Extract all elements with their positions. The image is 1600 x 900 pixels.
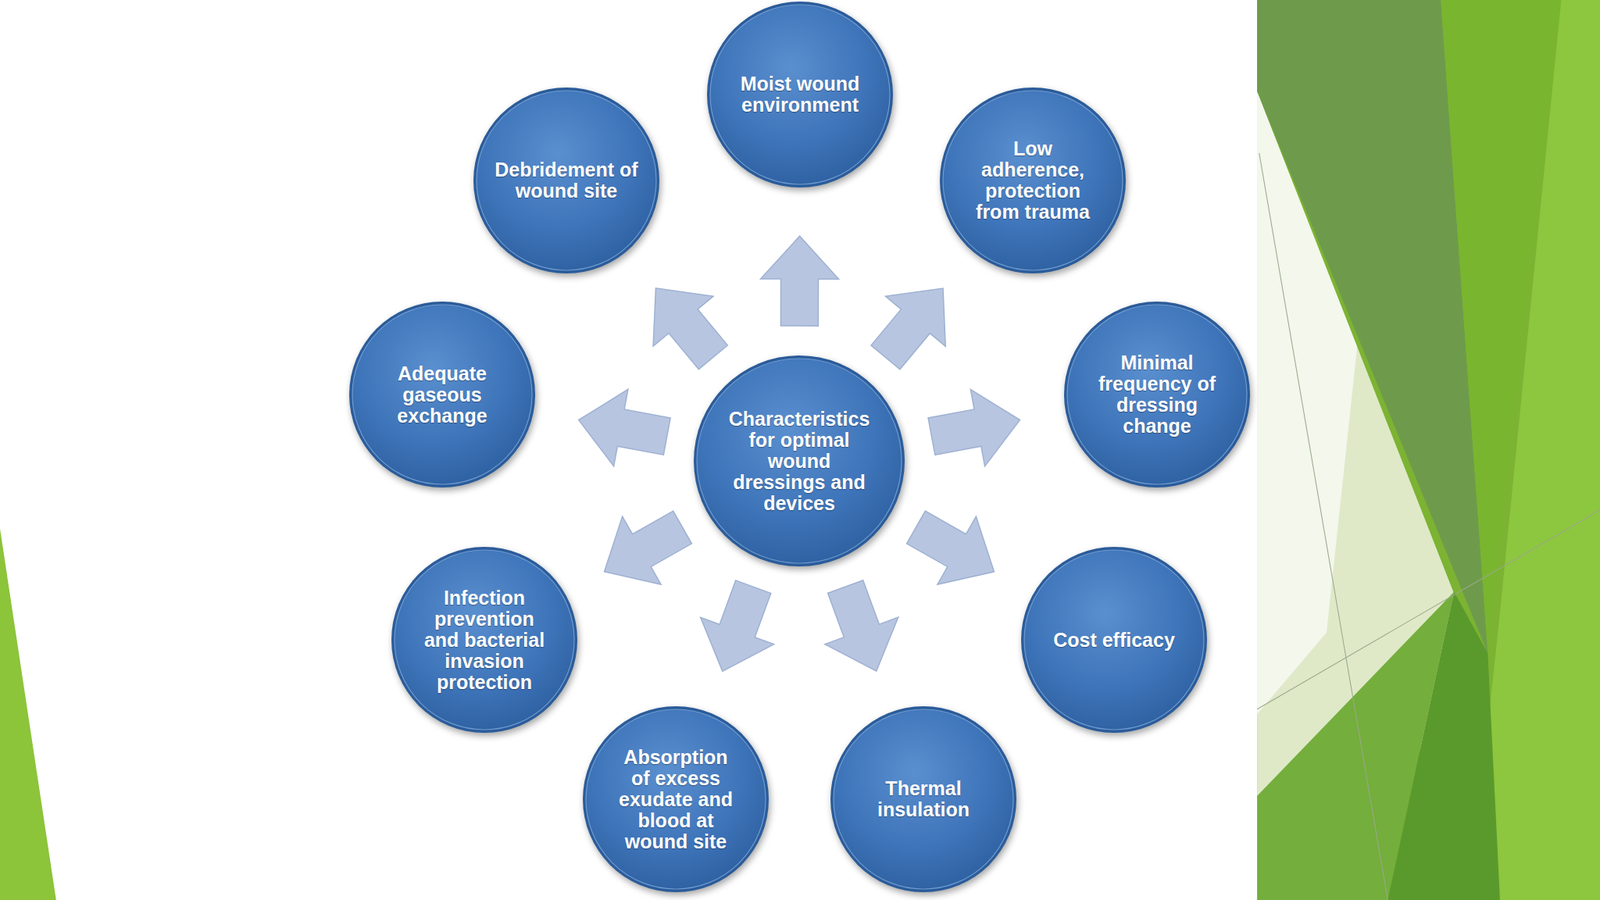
block-arrow [604,510,693,585]
block-arrow [928,389,1020,466]
circle-label: Low adherence, protection from trauma [970,138,1096,223]
feature-circle: Absorption of excess exudate and blood a… [581,704,771,894]
block-arrow [653,288,728,370]
text-wrap: Debridement of wound site [492,159,641,202]
block-arrow [871,288,946,370]
circle-fill [585,709,766,890]
circle-fill [394,550,575,730]
circle-ring [1021,546,1208,733]
pale-facet [1257,92,1358,715]
feature-circle: Infection prevention and bacterial invas… [389,545,579,735]
left-green-wedge [0,528,57,900]
feature-circle: Low adherence, protection from trauma [938,85,1128,275]
circle-label: Characteristics for optimal wound dressi… [721,408,878,515]
feature-circle: Debridement of wound site [471,85,661,275]
block-arrow [907,510,995,585]
circle-ring [473,87,660,274]
feature-circle: Thermal insulation [828,704,1018,894]
circle-ring [1064,301,1250,488]
circle-fill [710,4,890,185]
feature-circle: Adequate gaseous exchange [347,300,537,490]
circle-ring [939,87,1126,274]
circle-label: Infection prevention and bacterial invas… [417,587,551,693]
thin-line [1259,153,1389,900]
circle-label: Thermal insulation [864,778,983,821]
circle-ring [830,706,1017,893]
circle-label: Minimal frequency of dressing change [1094,352,1220,437]
circle-ring [391,546,578,733]
thin-line [1257,510,1600,710]
circle-fill [352,304,533,485]
block-arrow [760,235,839,326]
feature-circle: Minimal frequency of dressing change [1062,300,1252,490]
circle-fill [476,90,657,271]
text-wrap: Adequate gaseous exchange [391,363,493,427]
circle-ring [707,1,893,188]
text-wrap: Infection prevention and bacterial invas… [417,587,551,693]
circle-fill [1067,304,1247,485]
text-wrap: Absorption of excess exudate and blood a… [614,746,738,853]
circle-label: Cost efficacy [1028,629,1200,651]
right-green-panel [1257,0,1600,900]
circle-fill [696,358,902,564]
circle-fill [1024,550,1204,730]
block-arrow [700,580,775,672]
block-arrow [578,389,671,466]
block-arrow [825,580,899,672]
circle-ring [582,706,769,893]
circle-ring [349,301,536,488]
circle-label: Adequate gaseous exchange [391,363,493,427]
hub-circle: Characteristics for optimal wound dressi… [692,353,907,568]
circle-fill [833,709,1014,890]
circle-fill [942,90,1123,271]
circle-label: Moist wound environment [721,73,879,116]
dark-green-facet-bottom [1387,592,1500,900]
text-wrap: Cost efficacy [1028,629,1200,651]
feature-circle: Moist wound environment [705,0,895,190]
circle-ring [693,355,905,567]
text-wrap: Low adherence, protection from trauma [970,138,1096,223]
text-wrap: Moist wound environment [721,73,879,116]
text-wrap: Thermal insulation [864,778,983,821]
text-wrap: Minimal frequency of dressing change [1094,352,1220,437]
circle-label: Absorption of excess exudate and blood a… [614,746,738,853]
text-wrap: Characteristics for optimal wound dressi… [721,408,878,515]
circle-label: Debridement of wound site [492,159,641,202]
feature-circle: Cost efficacy [1019,545,1209,735]
